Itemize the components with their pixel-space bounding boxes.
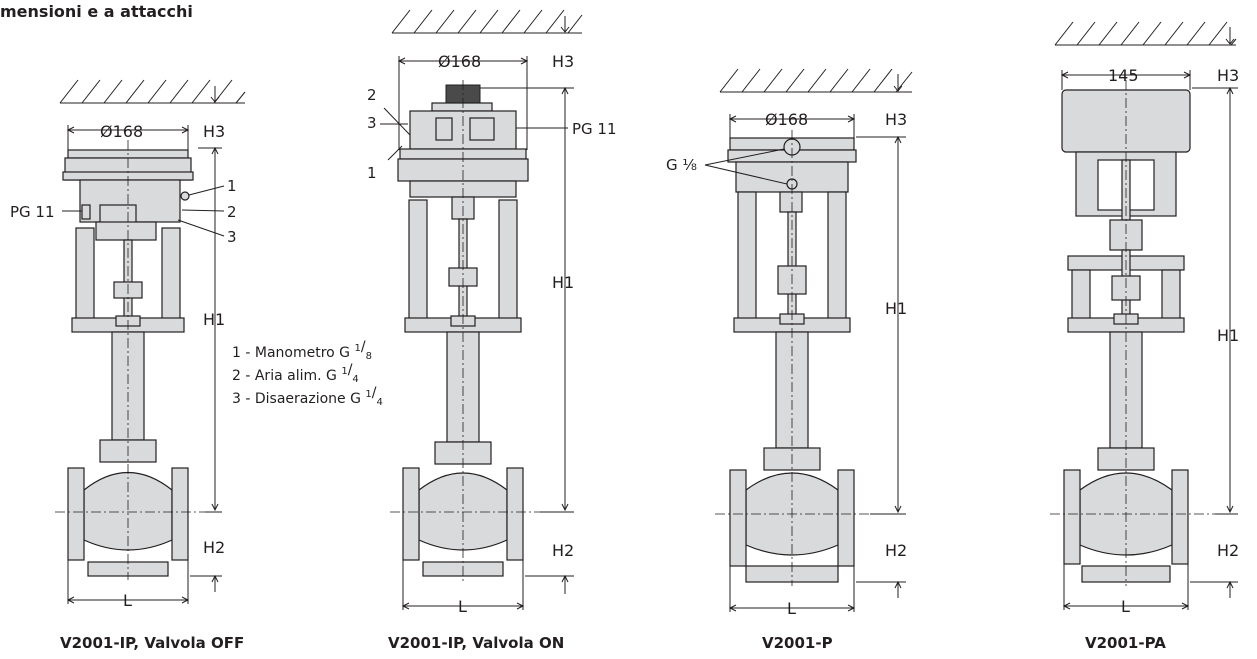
view-v2001-pa: 145 H3 H1 H2 L V2001-PA: [1050, 21, 1239, 652]
port-label-1: 1: [367, 164, 377, 182]
page-title: mensioni e a attacchi: [0, 2, 193, 21]
h2-label: H2: [552, 541, 574, 560]
h2-label: H2: [1217, 541, 1239, 560]
diameter-label: Ø168: [100, 122, 143, 141]
flange-left: [1063, 469, 1081, 565]
flange-left: [67, 467, 85, 561]
pg11-label: PG 11: [10, 203, 55, 221]
yoke-left: [737, 191, 757, 323]
flange-right: [171, 467, 189, 561]
legend-item-1: 1 - Manometro G 1/8: [232, 339, 372, 362]
bonnet: [111, 331, 145, 441]
ceiling-hatch-3: [719, 68, 913, 93]
pg11-label: PG 11: [572, 120, 617, 138]
h1-label: H1: [203, 310, 225, 329]
port-label-1: 1: [227, 177, 237, 195]
l-label: L: [123, 591, 132, 610]
caption-v2001-ip-on: V2001-IP, Valvola ON: [388, 634, 564, 652]
caption-v2001-ip-off: V2001-IP, Valvola OFF: [60, 634, 244, 652]
legend-item-2: 2 - Aria alim. G 1/4: [232, 362, 359, 385]
yoke-left: [408, 199, 428, 329]
l-label: L: [1121, 597, 1130, 616]
flange-right: [837, 469, 855, 567]
ceiling-hatch-4: [1054, 21, 1237, 46]
h2-label: H2: [203, 538, 225, 557]
h2-label: H2: [885, 541, 907, 560]
flange-right: [1171, 469, 1189, 565]
view-v2001-ip-on: Ø168 H3 H1 H2 L PG 11 2 3 1 V2001-IP, Va…: [367, 9, 617, 652]
l-label: L: [458, 597, 467, 616]
h1-label: H1: [885, 299, 907, 318]
positioner-base: [95, 221, 157, 241]
yoke-right: [827, 191, 847, 323]
ceiling-hatch-1: [59, 79, 246, 104]
positioner-top: [431, 102, 493, 112]
h3-label: H3: [552, 52, 574, 71]
positioner-box-2: [435, 117, 453, 141]
yoke-left: [75, 227, 95, 329]
view-v2001-p: Ø168 H3 H1 H2 L G ⅛ V2001-P: [666, 68, 913, 652]
yoke-right: [161, 227, 181, 329]
width-label: 145: [1108, 66, 1139, 85]
flange-left: [729, 469, 747, 567]
h3-label: H3: [885, 110, 907, 129]
ceiling-hatch-2: [391, 9, 583, 34]
caption-v2001-p: V2001-P: [762, 634, 833, 652]
h1-label: H1: [1217, 326, 1239, 345]
gauge-port: [180, 191, 190, 201]
g-port-label: G ⅛: [666, 156, 697, 174]
port-label-2: 2: [367, 86, 377, 104]
pg-connector: [81, 204, 91, 220]
legend-item-3: 3 - Disaerazione G 1/4: [232, 385, 383, 408]
h1-label: H1: [552, 273, 574, 292]
legend: 1 - Manometro G 1/8 2 - Aria alim. G 1/4…: [232, 339, 383, 408]
port-label-3: 3: [367, 114, 377, 132]
h3-label: H3: [203, 122, 225, 141]
diameter-label: Ø168: [765, 110, 808, 129]
port-label-2: 2: [227, 203, 237, 221]
h3-label: H3: [1217, 66, 1239, 85]
yoke-right: [498, 199, 518, 329]
port-label-3: 3: [227, 228, 237, 246]
caption-v2001-pa: V2001-PA: [1085, 634, 1166, 652]
positioner-box: [469, 117, 495, 141]
flange-left: [402, 467, 420, 561]
view-v2001-ip-off: Ø168 H3 H1 H2 L PG 11 1 2 3 V2001-IP, Va…: [10, 79, 246, 652]
flange-right: [506, 467, 524, 561]
stem-guide: [779, 191, 803, 213]
diameter-label: Ø168: [438, 52, 481, 71]
l-label: L: [787, 599, 796, 618]
